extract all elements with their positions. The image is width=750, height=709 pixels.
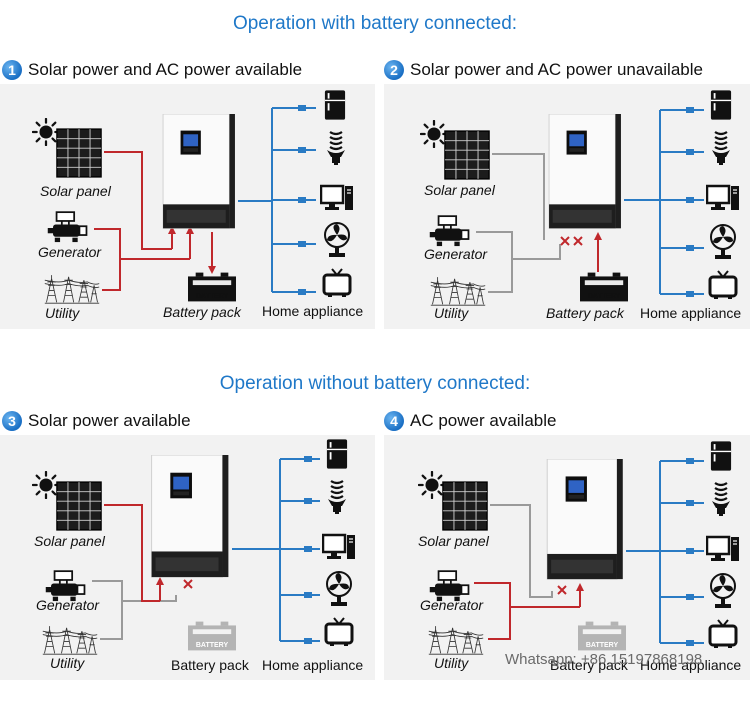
utility-label: Utility — [434, 655, 469, 671]
panel-3-title-text: Solar power available — [28, 411, 191, 430]
panel-2-title: 2 Solar power and AC power unavailable — [384, 60, 703, 80]
panel-3-title: 3 Solar power available — [2, 411, 191, 431]
heading-without-battery: Operation without battery connected: — [219, 373, 531, 394]
inactive-lines — [490, 504, 553, 598]
utility-label: Utility — [50, 655, 85, 671]
watermark-text: Whatsapp: +86 15197868198 — [505, 651, 703, 668]
panel-4-title-text: AC power available — [410, 411, 557, 430]
number-badge-4: 4 — [384, 411, 404, 431]
output-lines — [232, 458, 320, 642]
sun-icon — [32, 471, 60, 499]
panel-3-diagram: Solar panel Generator Utility BATTERY Ba… — [0, 435, 375, 680]
panel-4-diagram: Solar panel Generator Utility BATTERY Ba… — [384, 435, 750, 680]
panel-1-diagram: Solar panel Generator Utility BATTERY Ba… — [0, 84, 375, 329]
battery-text: BATTERY — [586, 642, 619, 649]
fridge-icon — [324, 89, 346, 121]
solar-panel-icon — [56, 481, 102, 531]
sun-icon — [418, 471, 446, 499]
inactive-lines — [92, 580, 177, 640]
fridge-icon — [710, 440, 732, 472]
solar-panel-icon — [444, 130, 490, 180]
solar-panel-icon — [56, 128, 102, 178]
output-plugs — [304, 456, 312, 644]
home-appliance-label: Home appliance — [640, 657, 741, 673]
panel-1-title: 1 Solar power and AC power available — [2, 60, 302, 80]
battery-pack-label: Battery pack — [550, 657, 629, 673]
fridge-icon — [326, 438, 348, 470]
generator-label: Generator — [420, 597, 484, 613]
home-appliance-label: Home appliance — [262, 303, 363, 319]
sun-icon — [32, 118, 60, 146]
output-lines — [624, 109, 704, 295]
active-lines — [94, 151, 216, 291]
battery-text: BATTERY — [588, 293, 621, 300]
utility-label: Utility — [45, 305, 80, 321]
battery-pack-label: Battery pack — [546, 305, 625, 321]
solar-panel-label: Solar panel — [40, 183, 112, 199]
inverter-icon — [162, 114, 236, 229]
fridge-icon — [710, 89, 732, 121]
active-lines — [104, 504, 164, 602]
solar-panel-icon — [442, 481, 488, 531]
inverter-icon — [548, 114, 622, 229]
solar-panel-label: Solar panel — [424, 182, 496, 198]
output-plugs — [686, 107, 694, 297]
number-badge-1: 1 — [2, 60, 22, 80]
utility-label: Utility — [434, 305, 469, 321]
generator-label: Generator — [38, 244, 102, 260]
panel-1-title-text: Solar power and AC power available — [28, 60, 303, 79]
sun-icon — [420, 120, 448, 148]
output-plugs — [298, 105, 306, 295]
battery-pack-label: Battery pack — [171, 657, 250, 673]
panel-2-diagram: Solar panel Generator Utility BATTERY Ba… — [384, 84, 750, 329]
battery-pack-label: Battery pack — [163, 304, 242, 320]
active-lines — [474, 582, 584, 640]
inverter-icon — [151, 455, 229, 578]
heading-with-battery: Operation with battery connected: — [232, 13, 518, 34]
generator-label: Generator — [36, 597, 100, 613]
panel-2-title-text: Solar power and AC power unavailable — [410, 60, 703, 79]
solar-panel-label: Solar panel — [418, 533, 490, 549]
number-badge-3: 3 — [2, 411, 22, 431]
battery-text: BATTERY — [196, 642, 229, 649]
home-appliance-label: Home appliance — [640, 305, 741, 321]
home-appliance-label: Home appliance — [262, 657, 363, 673]
output-lines — [626, 460, 704, 644]
solar-panel-label: Solar panel — [34, 533, 106, 549]
generator-label: Generator — [424, 246, 488, 262]
output-plugs — [686, 458, 694, 646]
number-badge-2: 2 — [384, 60, 404, 80]
output-lines — [238, 107, 316, 293]
battery-text: BATTERY — [196, 293, 229, 300]
panel-4-title: 4 AC power available — [384, 411, 556, 431]
inactive-lines — [476, 153, 561, 293]
inverter-icon — [546, 459, 624, 580]
